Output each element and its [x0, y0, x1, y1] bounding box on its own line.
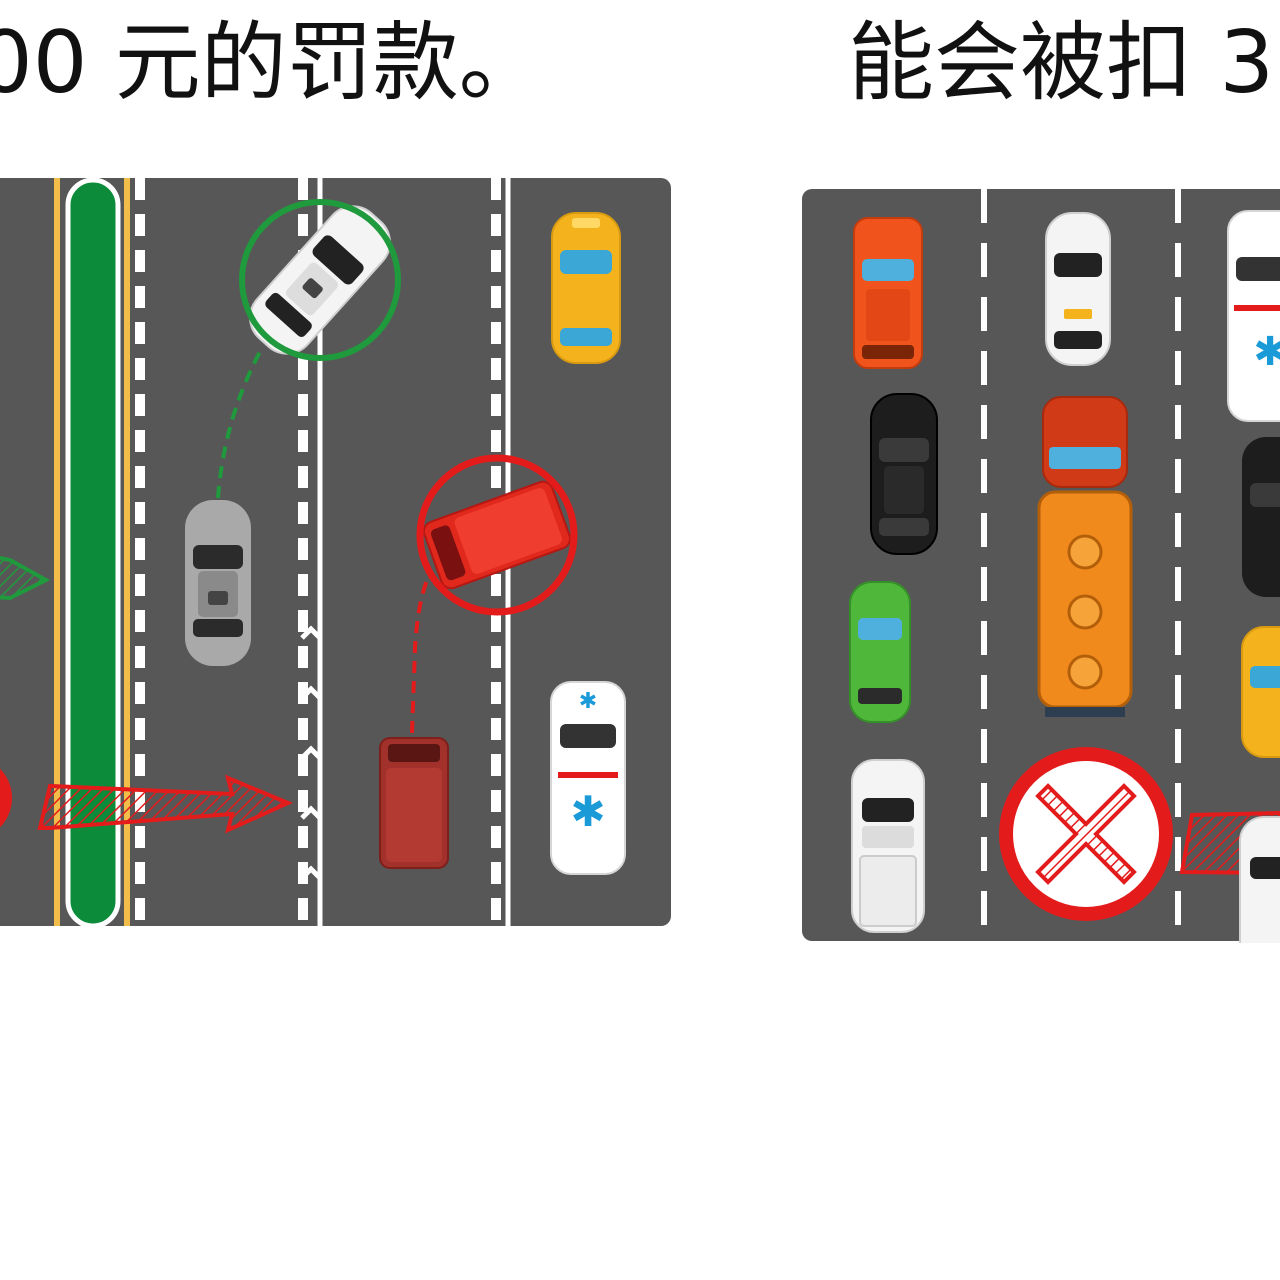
tanker-truck: [1037, 396, 1133, 717]
wrong-lane-change-marker: [416, 454, 578, 616]
ambulance: ✱ ✱: [550, 681, 626, 875]
red-van-turning: [422, 480, 572, 590]
white-car: [249, 205, 391, 355]
median-barrier: [54, 178, 130, 928]
yellow-car: [1241, 626, 1280, 758]
svg-text:✱: ✱: [1253, 329, 1280, 375]
lane-chevrons: [300, 625, 322, 880]
lane-lines: [981, 189, 1181, 941]
white-car-right: [1239, 816, 1280, 943]
white-pickup: [851, 759, 925, 933]
wrong-direction-arrow: [37, 774, 294, 834]
black-car-right: [1242, 437, 1280, 597]
black-car: [870, 393, 938, 555]
partial-red-marker: [0, 768, 12, 828]
right-road-illustration: ✱: [802, 189, 1280, 943]
grey-car: [185, 500, 251, 666]
dark-red-van: [379, 737, 449, 869]
road-surface: [0, 178, 671, 926]
forbidden-marker: [999, 747, 1173, 921]
caption-right: 能会被扣 3: [848, 13, 1275, 113]
partial-green-arrow: [0, 555, 51, 601]
yellow-taxi: [551, 212, 621, 364]
ambulance: ✱: [1227, 210, 1280, 422]
wrong-path: [410, 572, 432, 734]
orange-suv: [853, 217, 923, 369]
svg-text:✱: ✱: [579, 689, 597, 714]
left-road-illustration: ✱ ✱: [0, 178, 671, 928]
caption-left: 00 元的罚款。: [0, 13, 545, 113]
svg-text:✱: ✱: [570, 787, 605, 836]
white-car: [1045, 212, 1111, 366]
correct-lane-change-marker: [239, 199, 401, 361]
green-car: [849, 581, 911, 723]
